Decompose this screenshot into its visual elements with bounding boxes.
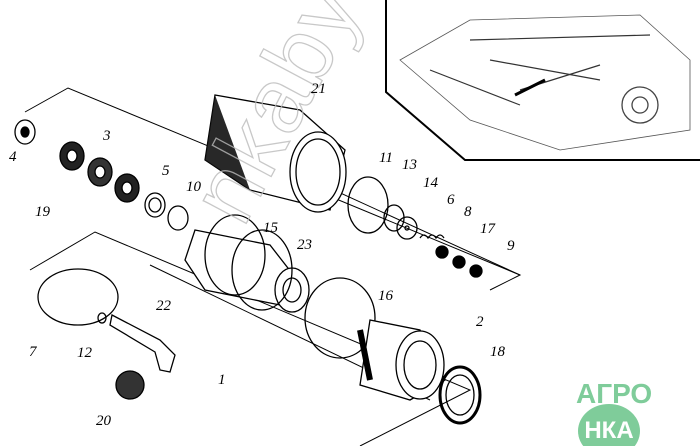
part-label-9: 9 — [507, 238, 515, 254]
part-label-8: 8 — [464, 204, 472, 220]
part-label-15: 15 — [263, 220, 278, 236]
part-label-18: 18 — [490, 344, 505, 360]
part-label-1: 1 — [218, 372, 226, 388]
part-label-5: 5 — [162, 163, 170, 179]
part-label-7: 7 — [29, 344, 37, 360]
part-label-4: 4 — [9, 149, 17, 165]
part-label-22: 22 — [156, 298, 171, 314]
part-label-12: 12 — [77, 345, 92, 361]
part-label-23: 23 — [297, 237, 312, 253]
part-label-13: 13 — [402, 157, 417, 173]
logo-text-left: АГРО — [576, 378, 653, 409]
part-label-21: 21 — [311, 81, 326, 97]
part-label-6: 6 — [447, 192, 455, 208]
part-label-20: 20 — [96, 413, 111, 429]
tractor-inset — [385, 0, 700, 161]
part-label-10: 10 — [186, 179, 201, 195]
agronka-logo: АГРОНКА — [576, 378, 700, 446]
parts — [14, 94, 483, 425]
part-label-16: 16 — [378, 288, 393, 304]
part-label-19: 19 — [35, 204, 50, 220]
logo-circle-text: НКА — [578, 404, 640, 446]
part-label-17: 17 — [480, 221, 495, 237]
part-label-2: 2 — [476, 314, 484, 330]
part-label-14: 14 — [423, 175, 438, 191]
part-label-11: 11 — [379, 150, 393, 166]
part-label-3: 3 — [103, 128, 111, 144]
